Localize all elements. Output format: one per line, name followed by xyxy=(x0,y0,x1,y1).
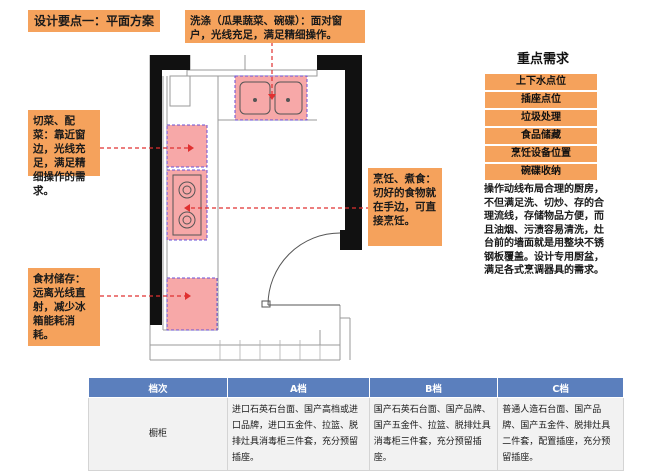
table-header: 档次 xyxy=(88,377,228,398)
table-cell-grade-a: 进口石英石台面、国产高档或进口品牌，进口五金件、拉篮、脱排灶具消毒柜三件套，充分… xyxy=(227,397,370,471)
requirement-item: 烹饪设备位置 xyxy=(485,146,597,162)
requirement-item: 上下水点位 xyxy=(485,74,597,90)
leader-lines xyxy=(100,42,370,297)
cook-callout: 烹饪、煮食：切好的食物就在手边，可直接烹饪。 xyxy=(368,168,442,246)
requirements-description: 操作动线布局合理的厨房，不但满足洗、切炒、存的合理流线，存储物品方便，而且油烟、… xyxy=(484,184,604,276)
cut-zone xyxy=(166,124,208,168)
cut-callout: 切菜、配菜：靠近窗边，光线充足，满足精细操作的需求。 xyxy=(28,110,100,197)
table-cell-grade-c: 普通人造石台面、国产品牌、国产五金件、脱排灶具二件套，配置插座，充分预留插座。 xyxy=(497,397,624,471)
store-callout: 食材储存：远离光线直射，减少冰箱能耗消耗。 xyxy=(28,268,100,346)
table-cell-grade-b: 国产石英石台面、国产品牌、国产五金件、拉篮、脱排灶具消毒柜三件套，充分预留插座。 xyxy=(368,397,499,471)
leader-arrows xyxy=(184,94,276,300)
table-header: A档 xyxy=(227,377,370,398)
table-cell-category: 橱柜 xyxy=(88,397,228,471)
requirements-title: 重点需求 xyxy=(516,52,569,67)
requirement-item: 碗碟收纳 xyxy=(485,164,597,180)
wash-callout: 洗涤（瓜果蔬菜、碗碟）：面对窗户，光线充足，满足精细操作。 xyxy=(185,10,365,43)
cook-zone xyxy=(166,169,208,241)
table-header: B档 xyxy=(368,377,499,398)
requirement-item: 垃圾处理 xyxy=(485,110,597,126)
store-zone xyxy=(166,277,218,331)
plan-walls xyxy=(150,55,362,325)
table-header: C档 xyxy=(497,377,624,398)
door-swing xyxy=(267,232,341,306)
table-row: 橱柜 进口石英石台面、国产高档或进口品牌，进口五金件、拉篮、脱排灶具消毒柜三件套… xyxy=(88,397,624,471)
table-header-row: 档次 A档 B档 C档 xyxy=(88,377,624,398)
tile-strip xyxy=(219,340,321,360)
page-title: 设计要点一：平面方案 xyxy=(28,10,160,32)
requirement-item: 插座点位 xyxy=(485,92,597,108)
requirement-item: 食品储藏 xyxy=(485,128,597,144)
grade-table: 档次 A档 B档 C档 橱柜 进口石英石台面、国产高档或进口品牌，进口五金件、拉… xyxy=(88,377,624,471)
